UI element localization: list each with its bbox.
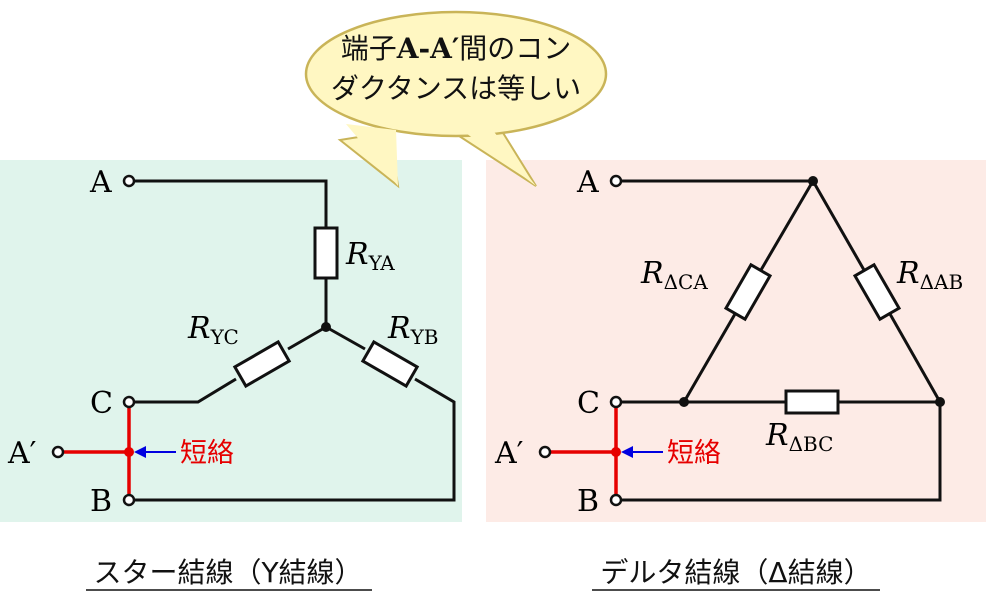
caption-star: スター結線（Y結線） — [93, 556, 362, 589]
node-star-short — [124, 447, 134, 457]
terminal-delta-a-prime — [538, 445, 552, 459]
label-star-c: C — [90, 386, 113, 421]
wire-star-center-yb — [325, 325, 366, 351]
delta-panel — [486, 160, 986, 522]
label-r-delta-bc: RΔBC — [765, 418, 833, 456]
label-star-b: B — [90, 484, 112, 519]
callout-bubble: 端子A-A′間のコン ダクタンスは等しい — [304, 10, 608, 189]
terminal-delta-c — [609, 395, 623, 409]
label-star-short: 短絡 — [180, 438, 234, 469]
wire-delta-ab-top — [811, 180, 866, 271]
wire-star-a — [133, 179, 328, 228]
resistor-r-ya — [313, 226, 339, 280]
terminal-delta-a — [609, 174, 623, 188]
star-circuit: A C B A′ 短絡 RYA RYC RYB — [7, 165, 456, 519]
label-delta-a-prime: A′ — [494, 436, 524, 471]
label-r-delta-ab: RΔAB — [896, 256, 963, 294]
resistor-r-delta-bc — [784, 389, 840, 415]
terminal-star-c — [122, 395, 136, 409]
arrow-delta-head — [621, 446, 633, 458]
resistor-r-yc — [232, 339, 292, 389]
label-r-yc: RYC — [187, 311, 239, 349]
label-delta-short: 短絡 — [667, 438, 721, 469]
star-panel — [0, 160, 462, 522]
wire-delta-ca-top — [759, 180, 815, 271]
label-r-ya: RYA — [345, 237, 395, 275]
terminal-star-a — [122, 174, 136, 188]
resistor-r-delta-ab — [852, 262, 902, 322]
wire-star-center-yc — [287, 325, 327, 351]
label-delta-b: B — [577, 484, 599, 519]
label-star-a-prime: A′ — [7, 436, 37, 471]
terminal-star-a-prime — [51, 445, 65, 459]
label-delta-a: A — [576, 165, 599, 200]
wire-star-yb-b — [133, 377, 456, 502]
terminal-star-b — [122, 493, 136, 507]
callout-line2: ダクタンスは等しい — [331, 72, 581, 105]
node-delta-right — [935, 397, 945, 407]
resistor-r-delta-ca — [723, 262, 773, 322]
label-delta-c: C — [577, 386, 600, 421]
node-delta-short — [611, 447, 621, 457]
arrow-star-head — [134, 446, 146, 458]
node-delta-top — [808, 176, 818, 186]
wire-star-yc-c — [133, 377, 237, 404]
wire-delta-ca-bottom — [682, 313, 737, 403]
caption-delta: デルタ結線（Δ結線） — [600, 556, 871, 589]
node-delta-left — [679, 397, 689, 407]
node-star-center — [321, 322, 331, 332]
terminal-delta-b — [609, 493, 623, 507]
callout-line1: 端子A-A′間のコン — [341, 32, 571, 65]
wire-delta-ab-bottom — [888, 313, 942, 403]
label-r-yb: RYB — [387, 311, 439, 349]
label-star-a: A — [89, 165, 112, 200]
delta-circuit: A C B A′ 短絡 RΔCA RΔAB RΔBC — [494, 165, 963, 519]
wire-delta-b — [620, 402, 942, 502]
resistor-r-yb — [360, 339, 420, 389]
label-r-delta-ca: RΔCA — [640, 256, 708, 294]
